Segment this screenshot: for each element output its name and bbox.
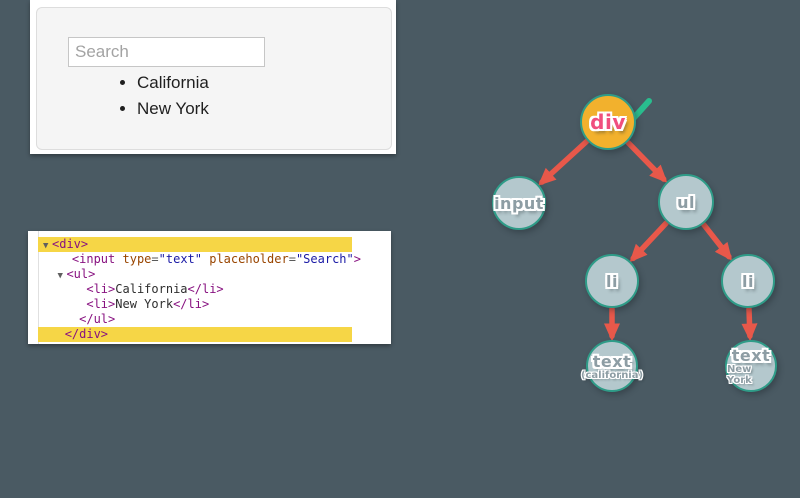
code-token: </li>: [187, 282, 224, 296]
code-token: </li>: [173, 297, 210, 311]
code-token: placeholder: [209, 252, 289, 266]
code-token: =: [151, 252, 159, 266]
code-panel: ▼<div> <input type="text" placeholder="S…: [28, 231, 391, 344]
code-token: type: [122, 252, 152, 266]
code-token: "text": [158, 252, 202, 266]
tree-node-sublabel: New York: [727, 364, 752, 386]
tree-arrow-ul-li1: [629, 220, 669, 263]
tree-arrow-ul-li2: [701, 222, 733, 261]
tree-node-label: ul: [677, 192, 695, 212]
code-token: <div>: [52, 237, 89, 251]
tree-node-div: div: [580, 94, 636, 150]
tree-node-sublabel: (california): [580, 369, 644, 381]
code-line: ▼<div>: [38, 237, 352, 252]
code-token: <li>: [86, 297, 116, 311]
browser-preview-panel: CaliforniaNew York: [30, 0, 396, 154]
preview-card: CaliforniaNew York: [36, 7, 392, 150]
code-token: </div>: [64, 327, 109, 341]
tree-node-label: li: [742, 271, 754, 291]
code-token: "Search": [295, 252, 354, 266]
list-item: New York: [137, 96, 209, 122]
code-token: <li>: [86, 282, 116, 296]
tree-node-text1: text(california): [581, 340, 643, 392]
code-line: ▼<ul>: [38, 267, 391, 282]
code-line: </ul>: [38, 312, 391, 327]
tree-node-input: input: [492, 176, 546, 230]
code-token: =: [288, 252, 296, 266]
tree-node-label: text: [731, 346, 771, 365]
code-line: <li>New York</li>: [38, 297, 391, 312]
code-token: California: [115, 282, 188, 296]
search-input[interactable]: [68, 37, 265, 67]
state-list: CaliforniaNew York: [37, 70, 209, 122]
disclosure-triangle-icon[interactable]: ▼: [57, 271, 63, 281]
tree-arrow-li2-text2: [741, 306, 758, 342]
code-lines: ▼<div> <input type="text" placeholder="S…: [28, 237, 391, 342]
code-token: <ul>: [66, 267, 96, 281]
code-line: <input type="text" placeholder="Search">: [38, 252, 391, 267]
tree-node-label: div: [590, 110, 626, 134]
code-token: <input: [71, 252, 116, 266]
code-token: </ul>: [79, 312, 116, 326]
code-token: [115, 252, 122, 266]
tree-arrow-div-input: [537, 138, 590, 186]
tree-node-li1: li: [585, 254, 639, 308]
tree-node-ul: ul: [658, 174, 714, 230]
code-gutter-line: [38, 231, 39, 344]
list-item: California: [137, 70, 209, 96]
tree-node-li2: li: [721, 254, 775, 308]
tree-node-label: text: [592, 351, 632, 371]
disclosure-triangle-icon[interactable]: ▼: [43, 241, 49, 251]
tree-node-label: input: [494, 193, 544, 213]
tree-arrow-div-ul: [625, 140, 668, 183]
code-line: <li>California</li>: [38, 282, 391, 297]
tree-node-label: li: [606, 271, 618, 291]
code-line: </div>: [38, 327, 352, 342]
code-token: >: [353, 252, 361, 266]
code-token: New York: [115, 297, 174, 311]
